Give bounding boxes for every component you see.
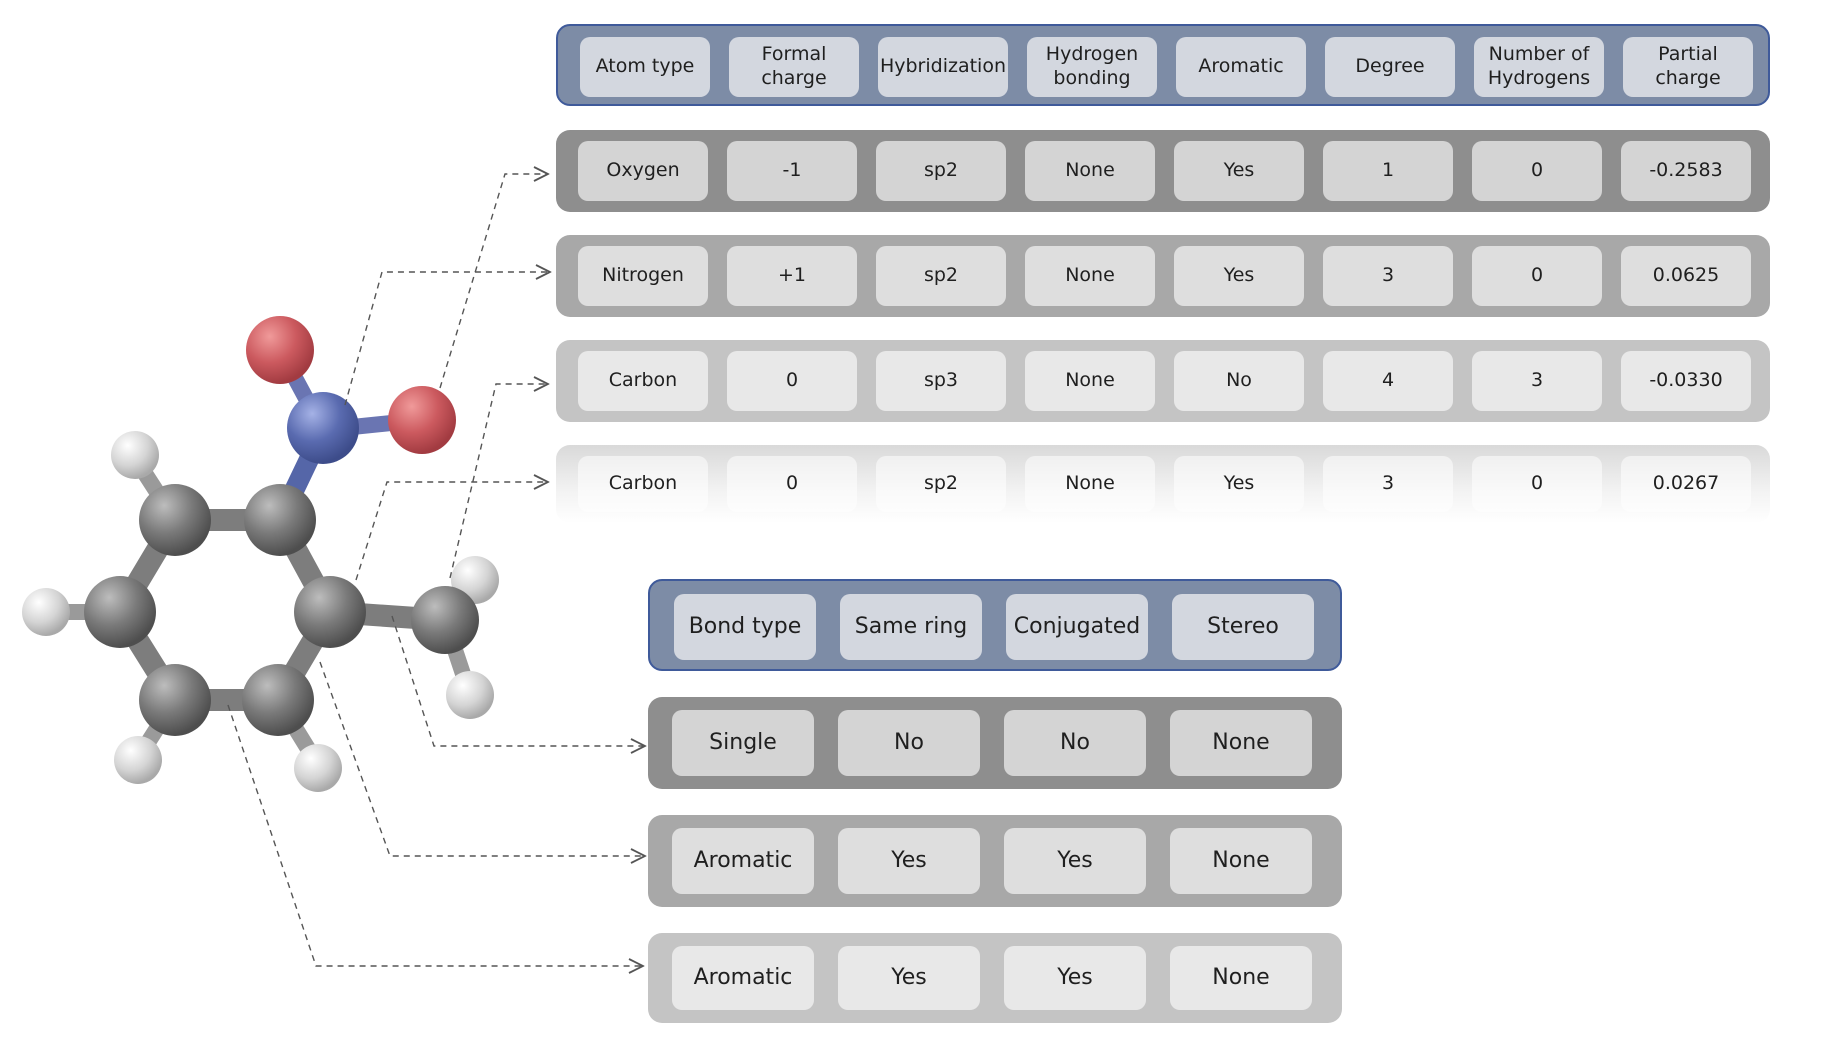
hydrogen-atom xyxy=(114,736,162,784)
methyl-carbon-atom xyxy=(411,586,479,654)
connector-oxygen xyxy=(439,174,548,389)
hydrogen-atom xyxy=(446,671,494,719)
connector-methyl-carbon xyxy=(449,384,548,579)
connector-ring-carbon xyxy=(355,482,548,581)
carbon-atom xyxy=(139,664,211,736)
molecule-atoms xyxy=(22,316,499,792)
connector-single-bond xyxy=(391,615,645,746)
nitrogen-atom xyxy=(287,392,359,464)
hydrogen-atom xyxy=(111,431,159,479)
hydrogen-atom xyxy=(294,744,342,792)
connector-lines xyxy=(227,174,645,966)
carbon-atom xyxy=(84,576,156,648)
carbon-atom xyxy=(242,664,314,736)
carbon-atom xyxy=(244,484,316,556)
connector-aromatic-bond-1 xyxy=(319,661,645,856)
carbon-atom xyxy=(139,484,211,556)
hydrogen-atom xyxy=(22,588,70,636)
carbon-atom xyxy=(294,576,366,648)
oxygen-atom xyxy=(246,316,314,384)
oxygen-atom xyxy=(388,386,456,454)
connector-aromatic-bond-2 xyxy=(227,704,643,966)
connector-nitrogen xyxy=(344,272,550,406)
